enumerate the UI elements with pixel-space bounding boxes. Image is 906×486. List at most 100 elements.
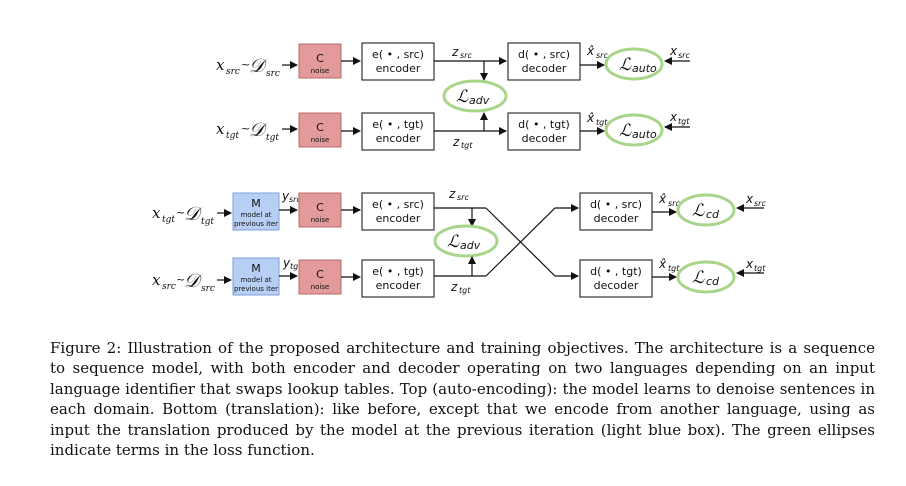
xhat-src-label-row1: x̂ src bbox=[586, 44, 608, 60]
xhat-src-label-row3: x̂ src bbox=[658, 192, 680, 208]
svg-text:C: C bbox=[316, 268, 324, 281]
loss-adv-ellipse-bottom: ℒ adv bbox=[433, 224, 499, 258]
svg-text:decoder: decoder bbox=[594, 212, 639, 225]
decoder-src-row3: d( • , src) decoder bbox=[579, 192, 653, 231]
svg-text:encoder: encoder bbox=[376, 62, 421, 75]
svg-text:e( • , src): e( • , src) bbox=[372, 198, 424, 211]
svg-text:x: x bbox=[669, 44, 678, 58]
svg-text:tgt: tgt bbox=[201, 217, 214, 227]
svg-text:src: src bbox=[162, 282, 176, 292]
svg-text:~: ~ bbox=[176, 206, 185, 219]
svg-text:e( • , tgt): e( • , tgt) bbox=[372, 118, 423, 131]
svg-text:tgt: tgt bbox=[266, 133, 279, 143]
target-x-src-row3: x src bbox=[745, 192, 766, 208]
target-x-src-row1: x src bbox=[669, 44, 690, 60]
svg-text:decoder: decoder bbox=[594, 279, 639, 292]
z-src-label-row3: z src bbox=[448, 187, 469, 202]
svg-text:x: x bbox=[745, 192, 754, 206]
svg-text:src: src bbox=[226, 67, 240, 77]
input-x-src-row1: x src ~ 𝒟 src bbox=[216, 55, 280, 79]
svg-text:z: z bbox=[448, 187, 456, 201]
y-src-label-row3: y src bbox=[281, 189, 301, 204]
svg-text:src: src bbox=[457, 193, 469, 202]
svg-text:x: x bbox=[152, 204, 161, 222]
svg-text:x̂: x̂ bbox=[586, 111, 595, 125]
svg-text:𝒟: 𝒟 bbox=[249, 55, 268, 77]
noise-box-row4: C noise bbox=[298, 259, 342, 295]
svg-text:noise: noise bbox=[311, 67, 330, 75]
input-x-src-row4: x src ~ 𝒟 src bbox=[152, 270, 215, 294]
svg-text:src: src bbox=[460, 51, 472, 60]
svg-text:previous iter: previous iter bbox=[234, 285, 278, 293]
svg-text:~: ~ bbox=[241, 122, 250, 135]
loss-cd-ellipse-row3: ℒ cd bbox=[676, 193, 736, 227]
svg-text:ℒ: ℒ bbox=[692, 201, 705, 221]
svg-text:tgt: tgt bbox=[226, 131, 239, 141]
svg-text:e( • , tgt): e( • , tgt) bbox=[372, 265, 423, 278]
svg-text:z: z bbox=[452, 135, 460, 149]
architecture-diagram: x src ~ 𝒟 src C noise e( • , src) encode… bbox=[152, 42, 766, 298]
figure-caption: Figure 2: Illustration of the proposed a… bbox=[50, 339, 875, 460]
svg-text:auto: auto bbox=[632, 128, 657, 141]
z-src-label-row1: z src bbox=[451, 45, 472, 60]
loss-adv-ellipse-top: ℒ adv bbox=[442, 79, 508, 113]
arrow-cross-to-decoder-tgt bbox=[485, 207, 579, 280]
decoder-src-row1: d( • , src) decoder bbox=[507, 42, 581, 81]
svg-text:src: src bbox=[201, 284, 215, 294]
svg-text:tgt: tgt bbox=[162, 215, 175, 225]
svg-text:e( • , src): e( • , src) bbox=[372, 48, 424, 61]
svg-text:x̂: x̂ bbox=[658, 257, 667, 271]
svg-text:~: ~ bbox=[241, 58, 250, 71]
svg-text:encoder: encoder bbox=[376, 212, 421, 225]
svg-text:tgt: tgt bbox=[596, 118, 608, 127]
svg-text:~: ~ bbox=[176, 273, 185, 286]
loss-auto-ellipse-row1: ℒ auto bbox=[604, 47, 664, 81]
svg-text:src: src bbox=[266, 69, 280, 79]
svg-text:𝒟: 𝒟 bbox=[184, 270, 203, 292]
svg-text:x: x bbox=[216, 120, 225, 138]
xhat-tgt-label-row4: x̂ tgt bbox=[658, 257, 680, 273]
svg-text:𝒟: 𝒟 bbox=[184, 203, 203, 225]
svg-text:model at: model at bbox=[240, 276, 271, 284]
svg-text:encoder: encoder bbox=[376, 279, 421, 292]
svg-text:C: C bbox=[316, 201, 324, 214]
svg-text:𝒟: 𝒟 bbox=[249, 119, 268, 141]
svg-text:ℒ: ℒ bbox=[456, 87, 469, 107]
target-x-tgt-row4: x tgt bbox=[745, 257, 766, 273]
svg-text:C: C bbox=[316, 52, 324, 65]
svg-text:tgt: tgt bbox=[678, 117, 690, 126]
svg-text:cd: cd bbox=[706, 208, 720, 221]
encoder-src-row3: e( • , src) encoder bbox=[361, 192, 435, 231]
svg-text:cd: cd bbox=[706, 275, 720, 288]
loss-cd-ellipse-row4: ℒ cd bbox=[676, 260, 736, 294]
svg-text:tgt: tgt bbox=[754, 264, 766, 273]
svg-text:d( • , src): d( • , src) bbox=[518, 48, 570, 61]
svg-text:M: M bbox=[251, 262, 261, 275]
svg-text:ℒ: ℒ bbox=[619, 55, 632, 75]
xhat-tgt-label-row2: x̂ tgt bbox=[586, 111, 608, 127]
noise-box-row2: C noise bbox=[298, 112, 342, 148]
input-x-tgt-row3: x tgt ~ 𝒟 tgt bbox=[152, 203, 214, 227]
svg-text:x: x bbox=[745, 257, 754, 271]
svg-text:ℒ: ℒ bbox=[692, 268, 705, 288]
svg-text:x: x bbox=[216, 56, 225, 74]
encoder-tgt-row2: e( • , tgt) encoder bbox=[361, 112, 435, 151]
svg-text:z: z bbox=[450, 280, 458, 294]
svg-text:y: y bbox=[281, 189, 290, 203]
svg-text:adv: adv bbox=[460, 239, 481, 252]
target-x-tgt-row2: x tgt bbox=[669, 110, 690, 126]
svg-text:z: z bbox=[451, 45, 459, 59]
svg-text:decoder: decoder bbox=[522, 62, 567, 75]
svg-text:decoder: decoder bbox=[522, 132, 567, 145]
svg-text:y: y bbox=[282, 256, 291, 270]
svg-text:encoder: encoder bbox=[376, 132, 421, 145]
svg-text:noise: noise bbox=[311, 283, 330, 291]
svg-text:previous iter: previous iter bbox=[234, 220, 278, 228]
svg-text:tgt: tgt bbox=[290, 262, 302, 271]
svg-text:tgt: tgt bbox=[459, 286, 471, 295]
svg-text:C: C bbox=[316, 121, 324, 134]
svg-text:src: src bbox=[289, 195, 301, 204]
svg-text:adv: adv bbox=[469, 94, 490, 107]
svg-text:d( • , tgt): d( • , tgt) bbox=[590, 265, 642, 278]
svg-text:tgt: tgt bbox=[461, 141, 473, 150]
